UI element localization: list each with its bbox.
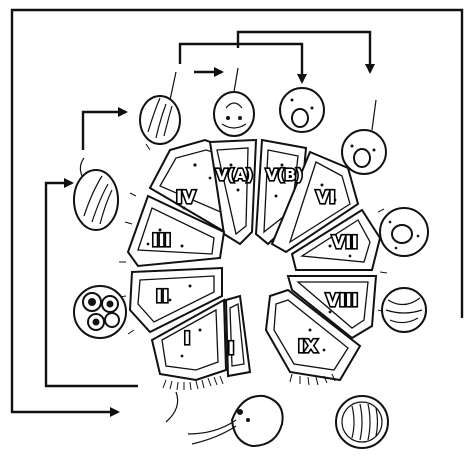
- spermatid-left-upper: [73, 157, 119, 231]
- segment-viii: [286, 275, 378, 340]
- label-iii: III: [152, 231, 171, 251]
- segment-vii: [290, 208, 382, 271]
- released-sperm-bottom: [165, 391, 284, 448]
- segment-i-right: [224, 294, 252, 378]
- segment-labels: IV V(A) V(B) VI III VII II VIII I I IX: [150, 164, 359, 360]
- label-iv: IV: [176, 188, 196, 208]
- spermatid-top-left: [139, 71, 181, 145]
- segment-ix: [264, 288, 362, 382]
- spermatid-top-center: [213, 67, 255, 137]
- segment-vi: [270, 150, 360, 254]
- spermatocyte-top-right: [279, 87, 325, 133]
- label-i-right: I: [228, 339, 234, 359]
- arrow-to-iii-left: [44, 178, 138, 388]
- label-vb: V(B): [266, 166, 303, 184]
- label-vii: VII: [332, 233, 358, 253]
- label-vi: VI: [316, 188, 335, 208]
- arrow-to-vb: [236, 30, 375, 74]
- outer-loop-arrow: [10, 8, 464, 417]
- segment-va: [208, 138, 258, 246]
- label-ix: IX: [298, 337, 317, 357]
- arrow-to-iv-top: [81, 107, 128, 150]
- arrow-to-va: [178, 42, 307, 84]
- segment-iii: [126, 194, 226, 268]
- label-i-left: I: [184, 329, 190, 349]
- label-va: V(A): [216, 166, 253, 184]
- spermatocyte-right: [379, 207, 429, 257]
- flow-arrows: [10, 8, 464, 417]
- segment-ii: [128, 266, 223, 334]
- label-viii: VIII: [326, 291, 358, 311]
- dividing-cell-bottom: [335, 395, 389, 449]
- cluster-cell-left: [73, 285, 127, 339]
- segment-i-left: [150, 298, 228, 382]
- spermatocyte-right-upper: [341, 99, 387, 175]
- label-ii: II: [156, 287, 169, 307]
- dividing-cell-right-lower: [381, 287, 427, 333]
